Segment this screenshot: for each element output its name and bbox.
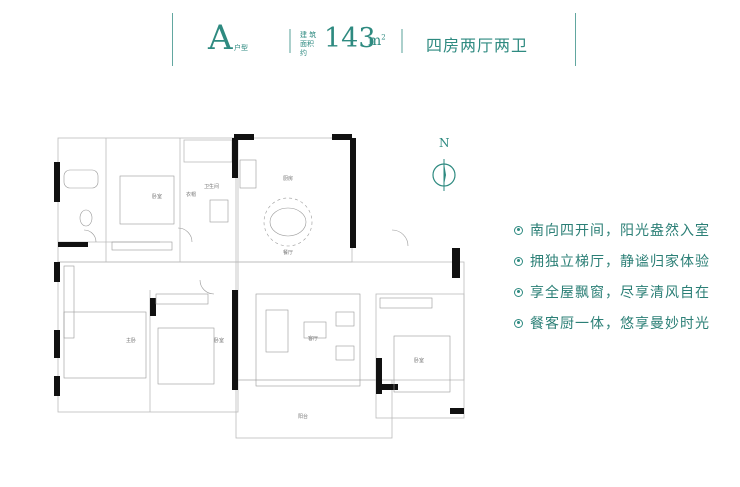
feature-list: 南向四开间，阳光盎然入室 拥独立梯厅，静谧归家体验 享全屋飘窗，尽享清风自在 餐… (514, 218, 710, 342)
north-compass: N (430, 135, 460, 195)
room-closet: 衣帽 (186, 191, 196, 198)
feature-item: 享全屋飘窗，尽享清风自在 (514, 280, 710, 304)
room-bedroom-left: 主卧 (126, 337, 136, 344)
room-bedroom-mid: 卧室 (214, 337, 224, 344)
header-frame (172, 13, 576, 66)
feature-text: 餐客厨一体，悠享曼妙时光 (530, 316, 710, 332)
room-bath-top: 卫生间 (204, 183, 219, 190)
unit-header: A 户型 建 筑面积约 143 m2 四房两厅两卫 (172, 13, 576, 66)
unit-sub-label: 户型 (234, 44, 248, 52)
room-living: 客厅 (308, 335, 318, 342)
feature-text: 享全屋飘窗，尽享清风自在 (530, 285, 710, 301)
feature-item: 餐客厨一体，悠享曼妙时光 (514, 311, 710, 335)
unit-letter: A (208, 18, 233, 58)
area-unit: m2 (368, 33, 386, 49)
compass-label: N (439, 136, 450, 150)
room-bedroom-top: 卧室 (152, 193, 162, 200)
feature-item: 南向四开间，阳光盎然入室 (514, 218, 710, 242)
feature-text: 拥独立梯厅，静谧归家体验 (530, 254, 710, 270)
bullet-icon (514, 256, 523, 266)
compass-icon: N (432, 136, 456, 191)
bullet-icon (514, 318, 523, 328)
room-bedroom-right: 卧室 (414, 357, 424, 364)
room-balcony: 阳台 (298, 413, 308, 420)
unit-type: 四房两厅两卫 (426, 36, 529, 55)
room-dining: 餐厅 (283, 249, 293, 256)
feature-item: 拥独立梯厅，静谧归家体验 (514, 249, 710, 273)
room-kitchen: 厨房 (283, 175, 293, 182)
feature-text: 南向四开间，阳光盎然入室 (530, 223, 710, 239)
floor-plan: 卧室 衣帽 卫生间 厨房 餐厅 主卧 卧室 客厅 卧室 阳台 (54, 134, 465, 439)
area-value: 143 (324, 23, 376, 54)
bullet-icon (514, 225, 523, 235)
area-caption: 建 筑面积约 (300, 31, 317, 57)
bullet-icon (514, 287, 523, 297)
walls (54, 134, 464, 414)
fixtures (63, 159, 451, 393)
